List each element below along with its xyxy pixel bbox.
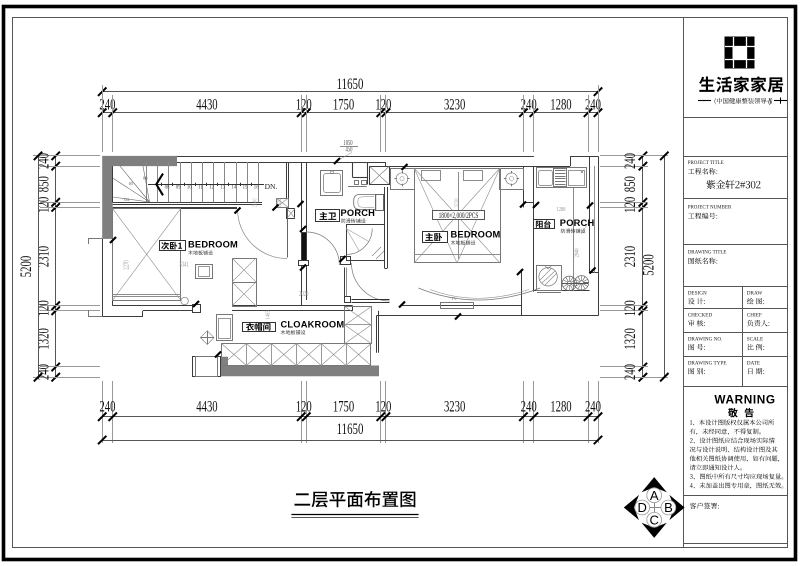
- svg-text:A: A: [650, 488, 659, 503]
- svg-text:SCALE: SCALE: [747, 337, 763, 343]
- svg-text:16: 16: [254, 186, 259, 191]
- svg-text:1750: 1750: [333, 398, 354, 415]
- svg-text:06: 06: [143, 176, 148, 181]
- svg-text:DATE: DATE: [747, 361, 760, 367]
- svg-text:4430: 4430: [196, 398, 217, 415]
- svg-text:B: B: [664, 500, 673, 515]
- svg-text:08: 08: [165, 186, 170, 191]
- svg-text:850: 850: [36, 176, 53, 192]
- svg-text:1465: 1465: [264, 310, 271, 319]
- svg-text:DRAWING NO.: DRAWING NO.: [688, 337, 723, 343]
- svg-text:CLOAKROOM: CLOAKROOM: [281, 319, 345, 329]
- svg-text:5200: 5200: [18, 256, 35, 277]
- svg-text:5200: 5200: [641, 254, 658, 275]
- svg-text:240: 240: [622, 153, 639, 169]
- svg-text:10: 10: [187, 186, 192, 191]
- svg-text:1288: 1288: [557, 206, 566, 213]
- svg-text:850: 850: [622, 176, 639, 192]
- svg-text:3230: 3230: [444, 398, 465, 415]
- svg-text:PROJECT TITLE: PROJECT TITLE: [688, 161, 724, 166]
- svg-text:3150: 3150: [453, 198, 460, 207]
- svg-text:1280: 1280: [550, 398, 571, 415]
- svg-text:2310: 2310: [622, 246, 639, 267]
- svg-text:): ): [769, 98, 771, 105]
- svg-text:240: 240: [99, 398, 115, 415]
- svg-text:12: 12: [209, 186, 214, 191]
- svg-text:120: 120: [375, 96, 391, 113]
- svg-text:BEDROOM: BEDROOM: [451, 229, 501, 239]
- svg-text:2020: 2020: [299, 290, 309, 298]
- svg-text:120: 120: [296, 398, 312, 415]
- svg-text:15: 15: [243, 186, 248, 191]
- svg-text:2270: 2270: [123, 260, 131, 270]
- svg-text:04: 04: [124, 197, 129, 202]
- svg-text:CHECKED: CHECKED: [688, 313, 713, 319]
- svg-text:13: 13: [220, 186, 225, 191]
- svg-text:D: D: [638, 500, 647, 515]
- svg-text:DRAWING TITLE: DRAWING TITLE: [688, 251, 727, 256]
- svg-text:450: 450: [346, 147, 353, 154]
- svg-text:240: 240: [622, 364, 639, 380]
- svg-text:05: 05: [129, 181, 134, 186]
- svg-text:1050: 1050: [343, 140, 353, 147]
- svg-text:240: 240: [36, 153, 53, 169]
- svg-text:240: 240: [99, 96, 115, 113]
- svg-text:1320: 1320: [36, 328, 53, 349]
- svg-text:240: 240: [521, 398, 537, 415]
- svg-text:3341: 3341: [179, 261, 189, 269]
- svg-text:240: 240: [521, 96, 537, 113]
- svg-text:BEDROOM: BEDROOM: [188, 239, 238, 249]
- svg-text:C: C: [650, 512, 659, 527]
- svg-text:2940: 2940: [574, 248, 581, 257]
- svg-text:11650: 11650: [337, 76, 364, 93]
- svg-text:PROJECT NUMBER: PROJECT NUMBER: [688, 206, 732, 211]
- svg-text:240: 240: [585, 398, 601, 415]
- svg-text:DN.: DN.: [265, 182, 278, 191]
- svg-text:DRAW: DRAW: [747, 291, 763, 297]
- svg-text:2310: 2310: [36, 246, 53, 267]
- svg-text:14: 14: [232, 186, 237, 191]
- svg-text:120: 120: [36, 197, 53, 213]
- svg-text:120: 120: [375, 398, 391, 415]
- svg-text:11650: 11650: [337, 421, 364, 438]
- svg-text:120: 120: [36, 300, 53, 316]
- svg-text:120: 120: [622, 300, 639, 316]
- svg-text:1520: 1520: [276, 198, 283, 207]
- svg-text:1280: 1280: [550, 96, 571, 113]
- svg-text:PORCH: PORCH: [341, 208, 376, 218]
- svg-text:4430: 4430: [196, 96, 217, 113]
- svg-text:CHIEF: CHIEF: [747, 313, 762, 319]
- svg-text:WARNING: WARNING: [714, 393, 775, 407]
- svg-text:3230: 3230: [444, 96, 465, 113]
- svg-text:1800×2,000/2PCS: 1800×2,000/2PCS: [439, 211, 479, 220]
- svg-text:DESIGN: DESIGN: [688, 291, 707, 297]
- svg-text:120: 120: [622, 197, 639, 213]
- svg-text:DRAWING TYPE: DRAWING TYPE: [688, 361, 727, 367]
- svg-text:2140: 2140: [252, 198, 259, 207]
- svg-text:1750: 1750: [333, 96, 354, 113]
- svg-text:09: 09: [176, 186, 181, 191]
- svg-text:120: 120: [296, 96, 312, 113]
- svg-text:PORCH: PORCH: [560, 218, 595, 228]
- svg-text:TV: TV: [451, 296, 458, 301]
- svg-text:1320: 1320: [622, 328, 639, 349]
- svg-text:11: 11: [198, 186, 203, 191]
